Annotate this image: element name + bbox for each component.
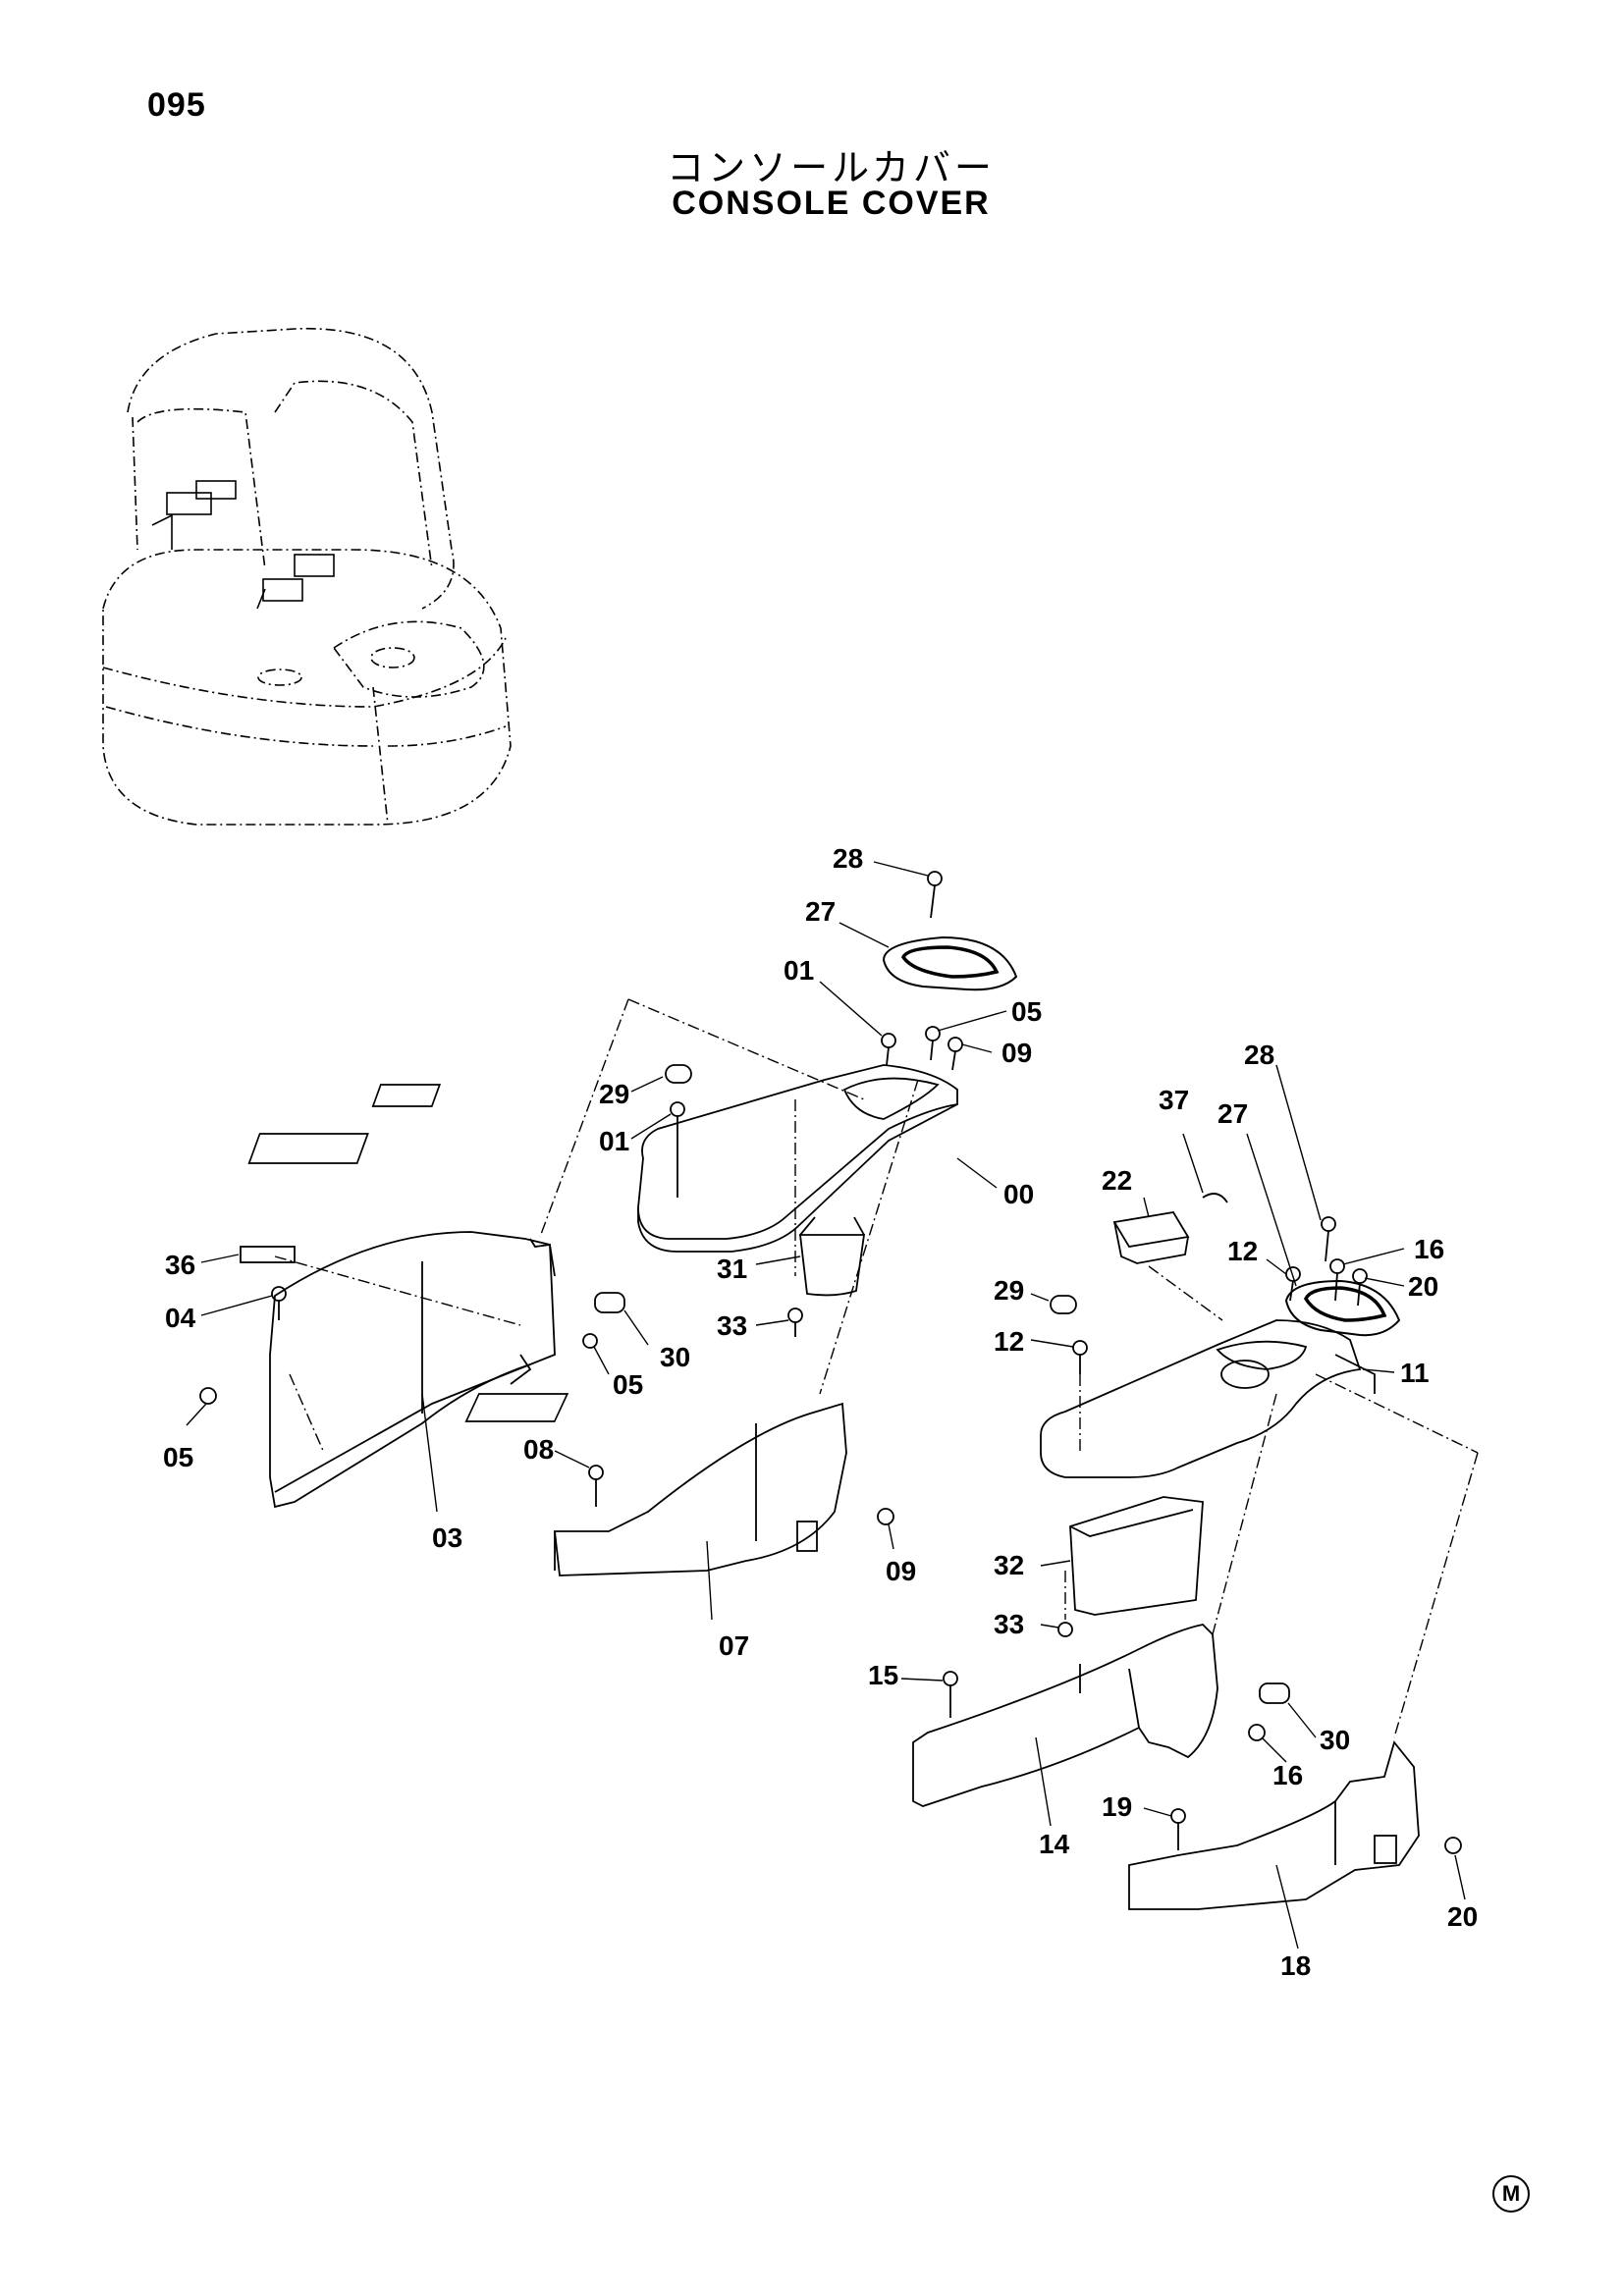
callout-30: 30: [1320, 1725, 1350, 1755]
callout-36: 36: [165, 1250, 195, 1280]
bolt-icons: [199, 871, 963, 1525]
callout-16: 16: [1272, 1760, 1303, 1790]
callout-00: 00: [1003, 1179, 1034, 1209]
page-number: 095: [147, 86, 206, 124]
callout-05: 05: [163, 1442, 193, 1472]
callout-37: 37: [1159, 1085, 1189, 1115]
callout-07: 07: [719, 1630, 749, 1661]
callout-27: 27: [1217, 1098, 1248, 1129]
part-27-cap-left: [882, 935, 1018, 991]
part-18-lower-panel: [1128, 1740, 1420, 1910]
callout-29: 29: [599, 1079, 629, 1109]
callout-12: 12: [994, 1326, 1024, 1357]
excavator-overview-illustration: [102, 327, 512, 826]
part-29-plug-left: [665, 1064, 692, 1084]
leader-lines: [186, 861, 1466, 1949]
part-22-box: [1112, 1211, 1190, 1248]
part-30-grommet-left: [594, 1292, 625, 1313]
callout-03: 03: [432, 1522, 462, 1553]
cab-console-detail: [151, 480, 335, 610]
bolt-icons-right: [943, 1216, 1462, 1854]
part-11-console-top: [1040, 1319, 1362, 1478]
callout-labels: 28 27 01 05 09 29 01 00 31 33 36 04 30 0…: [163, 843, 1478, 1981]
callout-33: 33: [994, 1609, 1024, 1639]
part-14-side-panel: [912, 1624, 1218, 1807]
part-27-cap-right: [1284, 1279, 1401, 1337]
callout-16: 16: [1414, 1234, 1444, 1264]
callout-31: 31: [717, 1254, 747, 1284]
callout-18: 18: [1280, 1950, 1311, 1981]
page-title-japanese: コンソールカバー: [667, 146, 996, 189]
part-29-plug-right: [1050, 1295, 1077, 1314]
callout-33: 33: [717, 1310, 747, 1341]
callout-12: 12: [1227, 1236, 1258, 1266]
callout-14: 14: [1039, 1829, 1070, 1859]
callout-01: 01: [784, 955, 814, 986]
part-31-cup: [798, 1234, 866, 1297]
callout-09: 09: [1001, 1038, 1032, 1068]
part-00-console-top: [637, 1064, 958, 1240]
callout-20: 20: [1408, 1271, 1438, 1302]
callout-11: 11: [1400, 1358, 1430, 1388]
callout-05: 05: [613, 1369, 643, 1400]
callout-32: 32: [994, 1550, 1024, 1580]
callout-08: 08: [523, 1434, 554, 1465]
callout-01: 01: [599, 1126, 629, 1156]
callout-09: 09: [886, 1556, 916, 1586]
part-36-label: [240, 1246, 296, 1263]
page-title: CONSOLE COVER: [672, 185, 991, 222]
part-30-grommet-right: [1259, 1682, 1290, 1704]
callout-05: 05: [1011, 996, 1042, 1027]
left-console-group: [199, 871, 1018, 1576]
right-console-group: [464, 1193, 1479, 1910]
revision-marker-icon: M: [1492, 2175, 1530, 2213]
callout-22: 22: [1102, 1165, 1132, 1196]
callout-19: 19: [1102, 1791, 1132, 1822]
part-37-clip: [1202, 1193, 1228, 1203]
part-03-side-panel: [269, 1231, 556, 1509]
callout-15: 15: [868, 1660, 898, 1690]
callout-29: 29: [994, 1275, 1024, 1306]
callout-28: 28: [833, 843, 863, 874]
callout-28: 28: [1244, 1040, 1274, 1070]
callout-04: 04: [165, 1303, 196, 1333]
callout-27: 27: [805, 896, 836, 927]
part-32-tray: [1069, 1496, 1204, 1616]
callout-30: 30: [660, 1342, 690, 1372]
callout-20: 20: [1447, 1901, 1478, 1932]
part-07-lower-panel: [553, 1402, 847, 1576]
